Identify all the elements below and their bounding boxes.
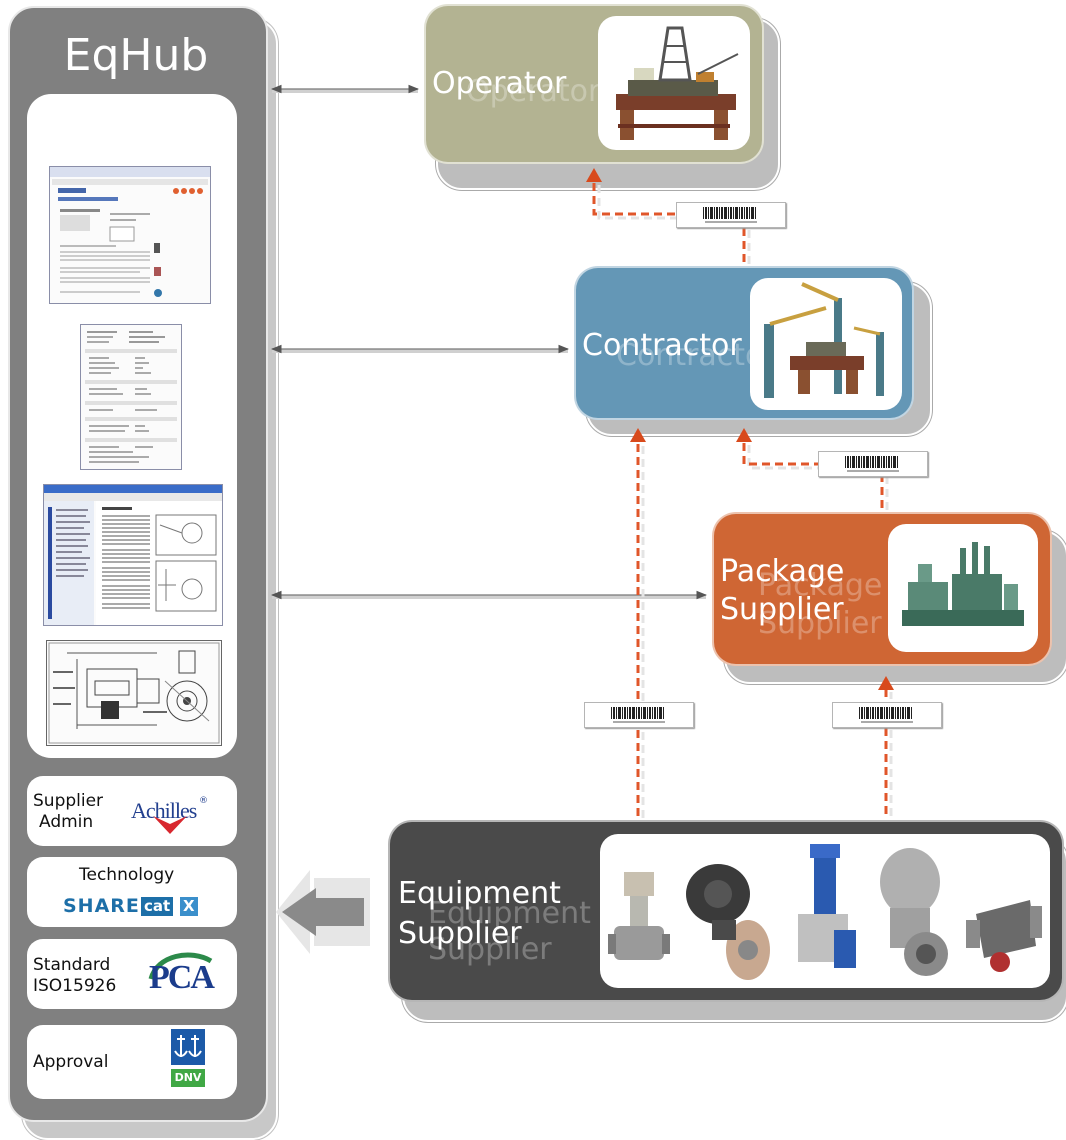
standard-label-line2: ISO15926 bbox=[33, 976, 117, 996]
dnv-emblem-icon bbox=[171, 1029, 205, 1065]
supplier-admin-label-line2: Admin bbox=[39, 812, 94, 832]
operator-box: Operator Operator bbox=[424, 4, 764, 164]
achilles-logo-registered: ® bbox=[199, 796, 208, 806]
datasheet-thumbnail bbox=[80, 324, 182, 470]
hub-contractor-arrow bbox=[270, 344, 570, 354]
operator-label-shadow: Operator bbox=[466, 74, 601, 109]
equipment-supplier-label-line1: Equipment bbox=[398, 876, 561, 911]
barcode-tag-contractor bbox=[818, 451, 928, 477]
package-supplier-label-shadow-line2: Supplier bbox=[758, 606, 882, 641]
pdf-manual-thumbnail bbox=[43, 484, 223, 626]
equipment-photos bbox=[600, 834, 1050, 988]
barcode-tag-operator bbox=[676, 202, 786, 228]
operator-label: Operator bbox=[432, 66, 567, 101]
approval-box: Approval DNV bbox=[27, 1025, 237, 1099]
approval-label: Approval bbox=[33, 1052, 109, 1072]
document-stack bbox=[27, 94, 237, 758]
pca-logo: PCA bbox=[145, 949, 217, 1001]
equipment-supplier-label-shadow-line1: Equipment bbox=[428, 896, 591, 931]
contractor-to-operator-dashed-arrow bbox=[586, 168, 751, 264]
equipment-to-package-dashed-arrow bbox=[878, 676, 894, 816]
sharecat-logo-x: X bbox=[180, 897, 198, 916]
hub-operator-arrow bbox=[270, 84, 420, 94]
supplier-admin-label-line1: Supplier bbox=[33, 791, 104, 811]
equipment-supplier-label-line2: Supplier bbox=[398, 916, 522, 951]
achilles-logo-text: Achilles bbox=[131, 798, 197, 823]
contractor-label-shadow: Contractor bbox=[616, 338, 776, 373]
sharecat-logo-cat: cat bbox=[141, 897, 174, 916]
technology-label: Technology bbox=[79, 865, 175, 885]
contractor-box: Contractor Contractor bbox=[574, 266, 914, 420]
pca-swoosh-icon bbox=[148, 952, 213, 980]
technical-drawing-thumbnail bbox=[46, 640, 222, 746]
shipyard-photo bbox=[750, 278, 902, 410]
sharecat-logo: SHARE cat X bbox=[63, 895, 213, 919]
barcode-tag-equipment-left bbox=[584, 702, 694, 728]
eqhub-title: EqHub bbox=[63, 30, 209, 81]
pca-logo-text: PCA bbox=[149, 959, 215, 996]
standard-label-line1: Standard bbox=[33, 955, 111, 975]
package-supplier-box: Package Supplier Package Supplier bbox=[712, 512, 1052, 666]
standard-box: Standard ISO15926 PCA bbox=[27, 939, 237, 1009]
equipment-to-hub-block-arrow bbox=[276, 870, 370, 954]
dnv-logo: DNV bbox=[169, 1029, 207, 1095]
supplier-admin-box: Supplier Admin Achilles ® bbox=[27, 776, 237, 846]
package-supplier-label-line2: Supplier bbox=[720, 592, 844, 627]
achilles-chevron-icon bbox=[153, 816, 187, 834]
sharecat-logo-share: SHARE bbox=[63, 895, 140, 917]
hub-package-supplier-arrow bbox=[270, 590, 708, 600]
achilles-logo: Achilles ® bbox=[127, 794, 208, 834]
compressor-package-photo bbox=[888, 524, 1038, 652]
barcode-tag-equipment-right bbox=[832, 702, 942, 728]
web-datasheet-thumbnail bbox=[49, 166, 211, 304]
technology-box: Technology SHARE cat X bbox=[27, 857, 237, 927]
dnv-logo-text: DNV bbox=[171, 1069, 205, 1087]
package-supplier-label-shadow-line1: Package bbox=[758, 568, 883, 603]
package-supplier-label-line1: Package bbox=[720, 554, 845, 589]
equipment-supplier-box: Equipment Supplier Equipment Supplier bbox=[388, 820, 1064, 1002]
equipment-supplier-label-shadow-line2: Supplier bbox=[428, 932, 552, 967]
equipment-to-contractor-dashed-arrow bbox=[630, 428, 646, 818]
drilling-rig-photo bbox=[598, 16, 750, 150]
contractor-label: Contractor bbox=[582, 328, 742, 363]
